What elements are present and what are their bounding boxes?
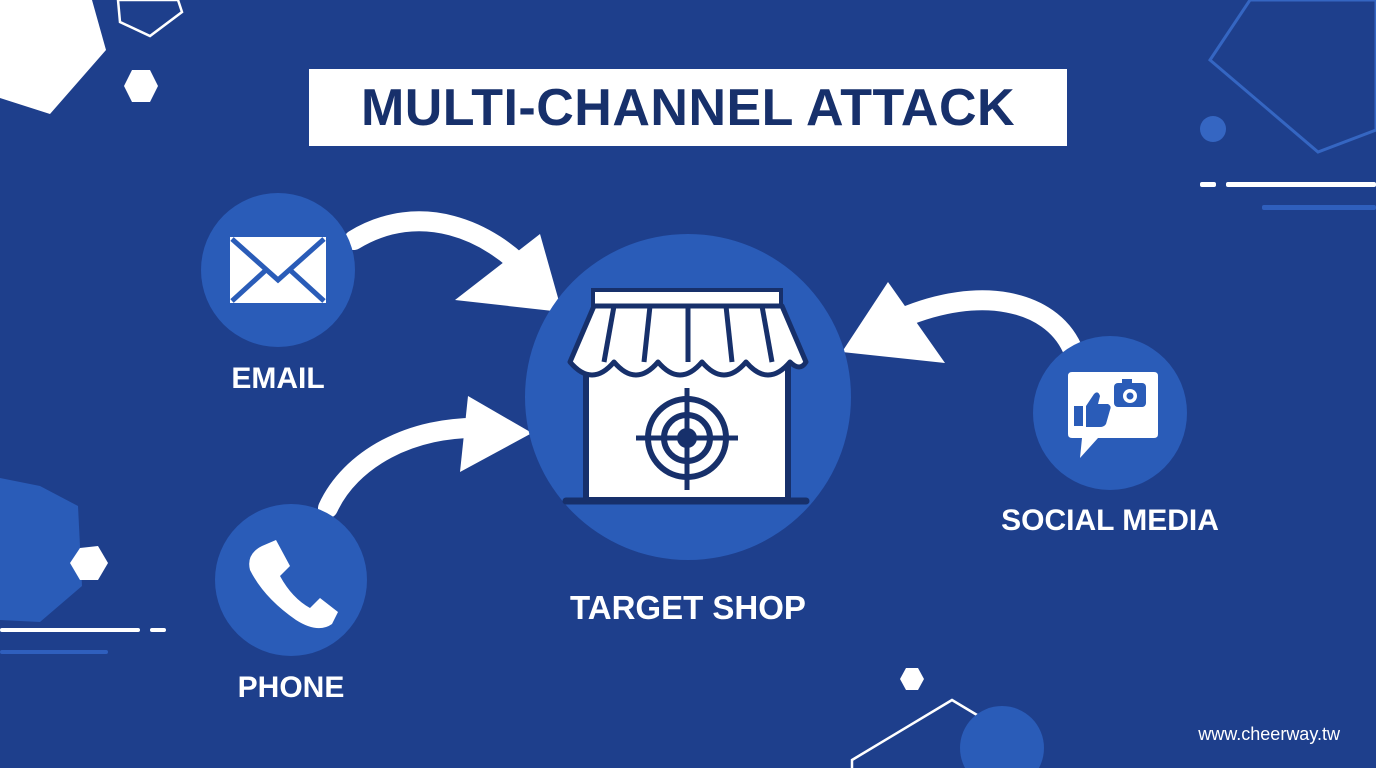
arrow-social-to-shop — [842, 282, 1082, 363]
decor-circle-bottom — [960, 706, 1044, 768]
node-social-media — [1033, 336, 1187, 490]
decor-line-right — [1226, 182, 1376, 187]
page-title: MULTI-CHANNEL ATTACK — [360, 78, 1016, 137]
decor-hexagon-small-left — [70, 546, 108, 580]
decor-hexagon-small-top — [124, 70, 158, 102]
email-label: EMAIL — [231, 362, 325, 395]
social-media-label: SOCIAL MEDIA — [1001, 504, 1219, 537]
node-email — [201, 193, 355, 347]
decor-dot-top-right — [1200, 116, 1226, 142]
decor-hexagon-large-top-left — [0, 0, 106, 114]
phone-circle — [215, 504, 367, 656]
phone-label: PHONE — [237, 671, 345, 704]
decor-hexagon-outline-top-right — [1208, 0, 1376, 154]
decor-hexagon-left-mid — [0, 478, 82, 622]
decor-line-right-shadow — [1262, 205, 1376, 210]
arrow-phone-to-shop — [318, 396, 532, 518]
decor-line-dash-left — [150, 628, 166, 632]
target-shop-label: TARGET SHOP — [570, 589, 806, 626]
decor-line-dash-right — [1200, 182, 1216, 187]
flow-arrows — [318, 211, 1082, 518]
arrow-email-to-shop — [344, 211, 562, 312]
node-target-shop — [525, 234, 851, 560]
storefront-target-icon — [562, 288, 810, 505]
decor-line-left-shadow — [0, 650, 108, 654]
decor-line-left — [0, 628, 140, 632]
decor-hexagon-outline-bottom — [850, 698, 983, 768]
node-phone — [215, 504, 367, 656]
title-banner: MULTI-CHANNEL ATTACK — [309, 69, 1067, 146]
phone-icon — [249, 540, 338, 629]
decor-hexagon-small-bottom — [900, 668, 924, 690]
watermark: www.cheerway.tw — [1198, 724, 1340, 744]
envelope-icon — [230, 237, 326, 303]
social-media-icon — [1068, 372, 1158, 458]
decor-hexagon-outline-top — [116, 0, 184, 38]
